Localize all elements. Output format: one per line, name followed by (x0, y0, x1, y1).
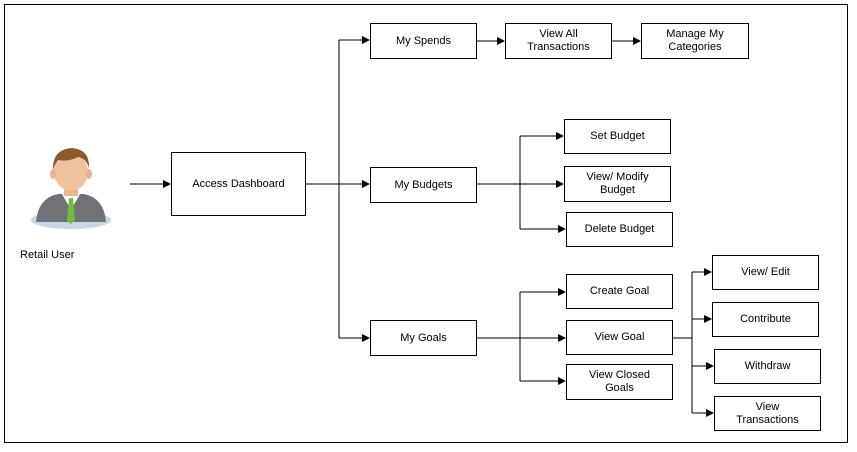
node-view-goal[interactable]: View Goal (566, 320, 673, 355)
node-contribute[interactable]: Contribute (712, 302, 819, 337)
actor-label: Retail User (20, 249, 75, 261)
node-my-goals[interactable]: My Goals (370, 320, 477, 356)
node-delete-budget[interactable]: Delete Budget (566, 212, 673, 247)
node-view-transactions[interactable]: View Transactions (714, 396, 821, 431)
node-view-modify-budget[interactable]: View/ Modify Budget (564, 166, 671, 202)
node-view-closed-goals[interactable]: View Closed Goals (566, 364, 673, 400)
node-view-all-transactions[interactable]: View All Transactions (505, 23, 612, 59)
node-view-edit[interactable]: View/ Edit (712, 255, 819, 290)
node-my-spends[interactable]: My Spends (370, 23, 477, 59)
node-create-goal[interactable]: Create Goal (566, 274, 673, 309)
node-manage-my-categories[interactable]: Manage My Categories (641, 23, 749, 59)
node-withdraw[interactable]: Withdraw (714, 349, 821, 384)
node-set-budget[interactable]: Set Budget (564, 119, 671, 154)
retail-user-icon (31, 148, 111, 229)
node-my-budgets[interactable]: My Budgets (370, 167, 477, 203)
node-access-dashboard[interactable]: Access Dashboard (171, 152, 306, 216)
diagram-frame (4, 4, 848, 443)
